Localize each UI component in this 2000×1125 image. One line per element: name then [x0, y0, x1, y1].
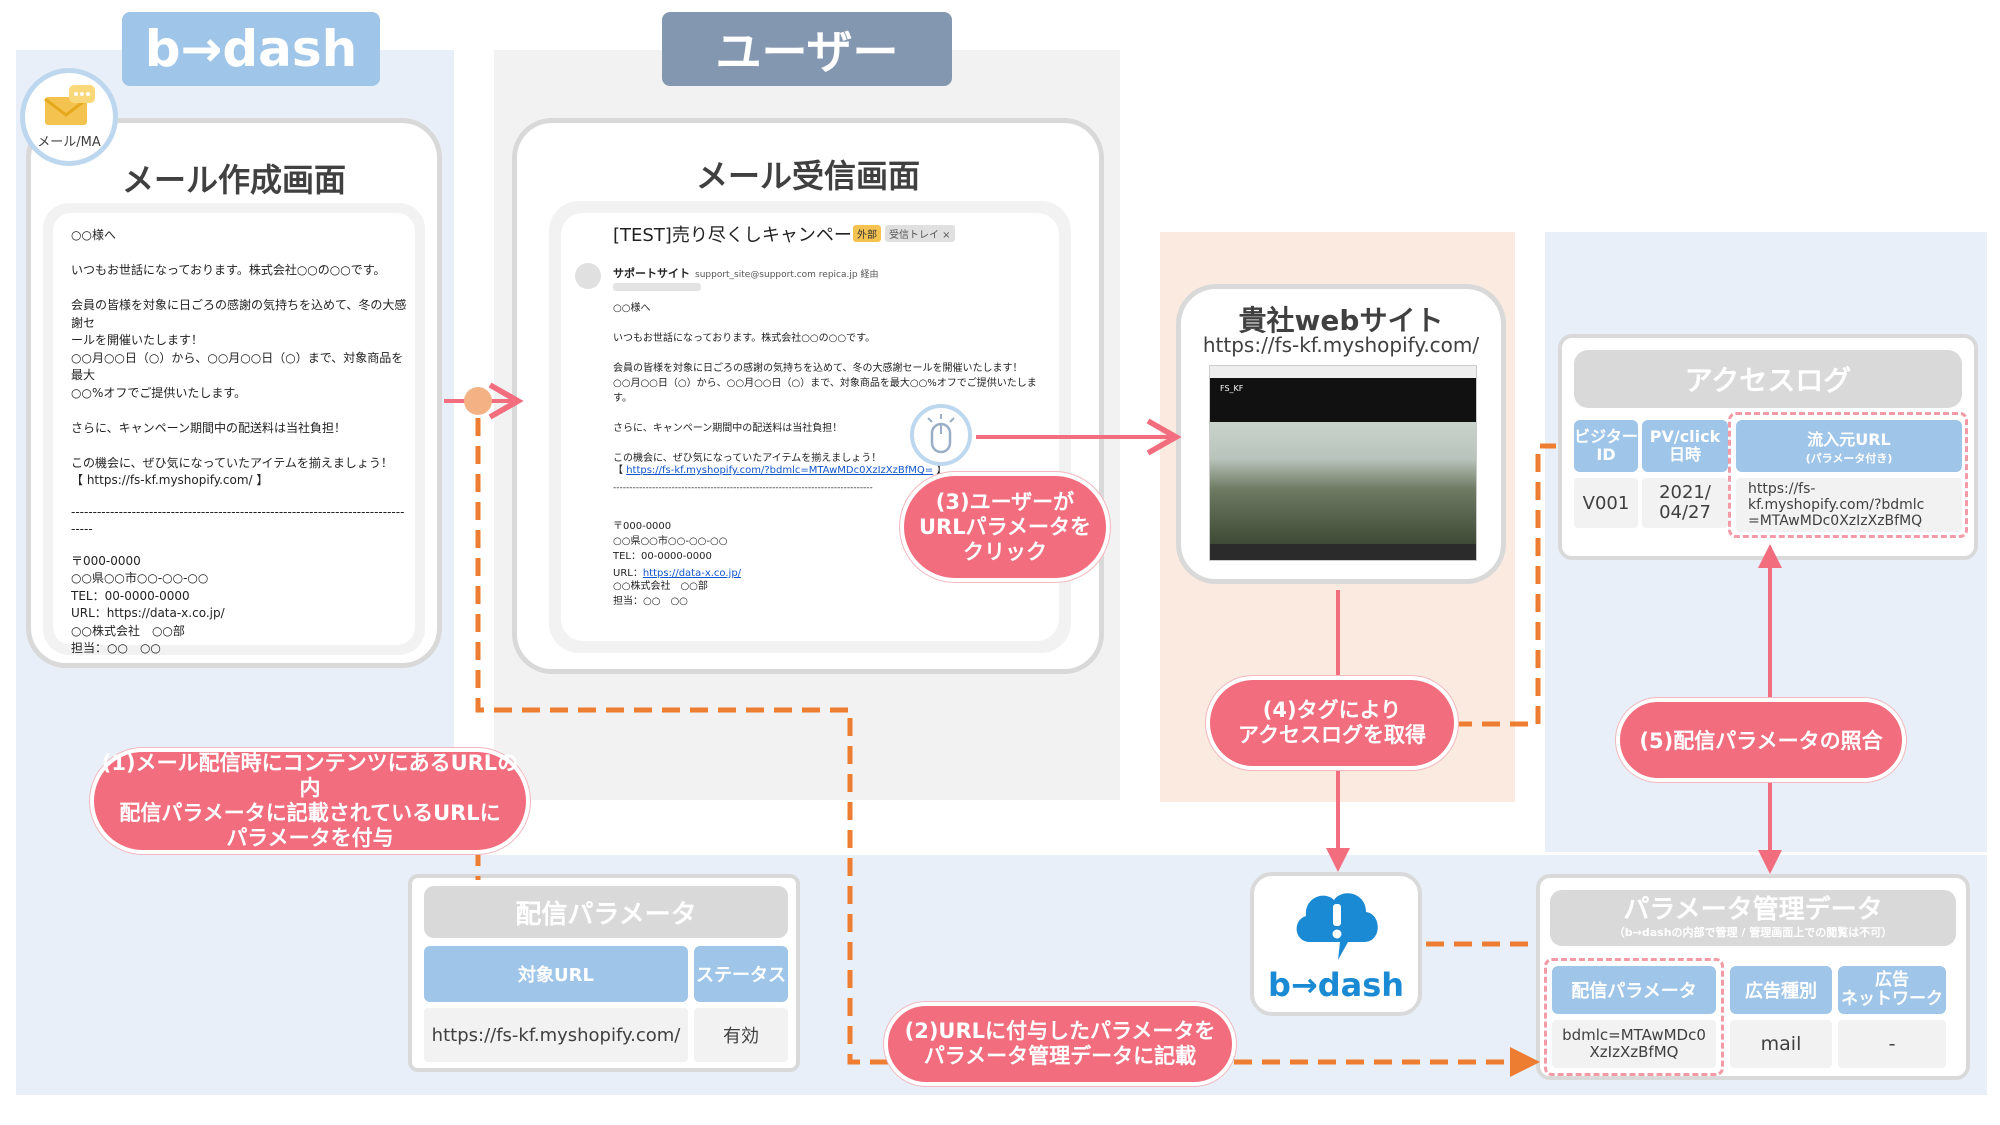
- inbox-title: メール受信画面: [695, 157, 920, 195]
- compose-body-frame: ○○様へ いつもお世話になっております。株式会社○○の○○です。 会員の皆様を対…: [43, 203, 425, 655]
- step-2-label: (2)URLに付与したパラメータを パラメータ管理データに記載: [884, 1002, 1236, 1086]
- bdash-header: b→dash: [122, 12, 380, 86]
- compose-body: ○○様へ いつもお世話になっております。株式会社○○の○○です。 会員の皆様を対…: [53, 213, 415, 655]
- taskbar: [1210, 544, 1476, 560]
- inbox-tracking-link[interactable]: https://fs-kf.myshopify.com/?bdmlc=MTAwM…: [626, 465, 934, 476]
- step-5-label: (5)配信パラメータの照合: [1616, 698, 1906, 782]
- col-referrer-url-sub: (パラメータ付き): [1805, 452, 1893, 465]
- inbox-body-frame: [TEST]売り尽くしキャンペーン 外部 受信トレイ × サポートサイト sup…: [549, 201, 1071, 653]
- inbox-link-line: 【 https://fs-kf.myshopify.com/?bdmlc=MTA…: [613, 461, 946, 476]
- bdash-cloud-logo-icon: [1296, 893, 1378, 960]
- compose-divider: ----------------------------------------…: [71, 504, 405, 537]
- col-pv-click: PV/click 日時: [1642, 420, 1728, 472]
- website-screenshot: FS_KF: [1209, 365, 1477, 561]
- mail-envelope-icon: [44, 85, 95, 125]
- access-log-card: アクセスログ ビジター ID PV/click 日時 流入元URL (パラメータ…: [1558, 334, 1978, 560]
- param-mgmt-card: パラメータ管理データ （b→dashの内部で管理 / 管理画面上での閲覧は不可）…: [1536, 874, 1970, 1080]
- website-card: 貴社webサイト https://fs-kf.myshopify.com/ FS…: [1176, 284, 1506, 584]
- param-mgmt-title: パラメータ管理データ: [1623, 895, 1883, 925]
- inbox-card: メール受信画面 [TEST]売り尽くしキャンペーン 外部 受信トレイ × サポー…: [512, 118, 1104, 674]
- mouse-icon: [927, 414, 955, 454]
- inbox-tag-inbox: 受信トレイ ×: [885, 225, 955, 242]
- col-ad-network: 広告 ネットワーク: [1838, 966, 1946, 1014]
- inbox-footer-url-line: URL：https://data-x.co.jp/: [613, 564, 741, 579]
- step-4-label: (4)タグにより アクセスログを取得: [1206, 676, 1458, 770]
- bdash-logo-box: b→dash: [1250, 872, 1422, 1016]
- compose-footer: 〒000-0000 ○○県○○市○○-○○-○○ TEL：00-0000-000…: [71, 553, 225, 656]
- delivery-param-highlight: [1544, 958, 1724, 1076]
- user-header: ユーザー: [662, 12, 952, 86]
- footer-url-link[interactable]: https://data-x.co.jp/: [642, 568, 742, 579]
- inbox-footer-1: 〒000-0000 ○○県○○市○○-○○-○○ TEL：00-0000-000…: [613, 521, 728, 562]
- compose-card: メール作成画面 ○○様へ いつもお世話になっております。株式会社○○の○○です。…: [26, 118, 442, 668]
- inbox-text: ○○様へ いつもお世話になっております。株式会社○○の○○です。 会員の皆様を対…: [613, 303, 1037, 464]
- param-mgmt-subtitle: （b→dashの内部で管理 / 管理画面上での閲覧は不可）: [1613, 926, 1893, 939]
- compose-text: ○○様へ いつもお世話になっております。株式会社○○の○○です。 会員の皆様を対…: [71, 228, 407, 487]
- col-target-url: 対象URL: [424, 946, 688, 1002]
- param-table-title: 配信パラメータ: [424, 886, 788, 938]
- col-ad-type: 広告種別: [1730, 966, 1832, 1014]
- website-title: 貴社webサイト: [1238, 304, 1444, 337]
- browser-bar: [1210, 366, 1476, 378]
- col-referrer-url: 流入元URL (パラメータ付き): [1736, 420, 1962, 472]
- cell-status: 有効: [694, 1008, 788, 1062]
- hero-image: [1210, 422, 1476, 544]
- step-3-label: (3)ユーザーが URLパラメータを クリック: [900, 472, 1110, 582]
- col-delivery-param: 配信パラメータ: [1552, 966, 1716, 1014]
- shop-name: FS_KF: [1220, 384, 1244, 393]
- mail-ma-label: メール/MA: [37, 135, 101, 150]
- start-dot: [464, 387, 492, 415]
- col-visitor-id: ビジター ID: [1574, 420, 1638, 472]
- access-log-title: アクセスログ: [1574, 350, 1962, 408]
- cell-referrer-url: https://fs- kf.myshopify.com/?bdmlc =MTA…: [1736, 478, 1962, 532]
- mail-ma-badge: メール/MA: [20, 68, 118, 166]
- footer-url-label: URL：: [613, 568, 643, 579]
- cell-ad-network: -: [1838, 1020, 1946, 1068]
- param-mgmt-header: パラメータ管理データ （b→dashの内部で管理 / 管理画面上での閲覧は不可）: [1550, 890, 1956, 946]
- cell-pv-date: 2021/ 04/27: [1642, 478, 1728, 528]
- col-status: ステータス: [694, 946, 788, 1002]
- sender-avatar-icon: [575, 263, 601, 289]
- inbox-tag-external: 外部: [853, 225, 881, 242]
- cell-delivery-param: bdmlc=MTAwMDc0 XzIzXzBfMQ: [1552, 1020, 1716, 1068]
- referrer-highlight: [1728, 412, 1968, 538]
- param-table-card: 配信パラメータ 対象URL ステータス https://fs-kf.myshop…: [408, 874, 800, 1072]
- cell-target-url: https://fs-kf.myshopify.com/: [424, 1008, 688, 1062]
- bdash-logo-text: b→dash: [1267, 966, 1405, 1004]
- recipient-blurred: [613, 283, 701, 291]
- inbox-subject: [TEST]売り尽くしキャンペーン: [613, 225, 869, 246]
- col-referrer-url-label: 流入元URL: [1807, 430, 1891, 449]
- site-header: FS_KF: [1210, 378, 1476, 422]
- mouse-click-icon: [910, 404, 972, 466]
- sender-name: サポートサイト: [613, 267, 690, 280]
- website-url: https://fs-kf.myshopify.com/: [1202, 333, 1480, 357]
- link-open: 【: [613, 465, 627, 476]
- cell-ad-type: mail: [1730, 1020, 1832, 1068]
- cell-visitor-id: V001: [1574, 478, 1638, 528]
- step-1-label: (1)メール配信時にコンテンツにあるURLの内 配信パラメータに記載されているU…: [90, 748, 530, 854]
- sender-email: support_site@support.com repica.jp 経由: [695, 270, 879, 280]
- inbox-footer-2: ○○株式会社 ○○部 担当：○○ ○○: [613, 581, 708, 607]
- compose-title: メール作成画面: [121, 161, 346, 199]
- inbox-divider: ----------------------------------------…: [613, 483, 873, 493]
